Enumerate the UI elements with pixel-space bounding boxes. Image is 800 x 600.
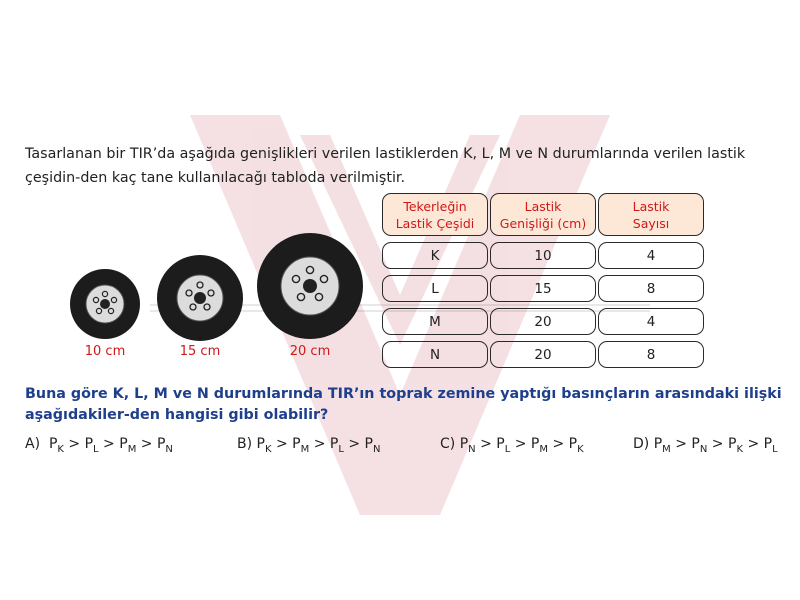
tire-table: Tekerleğin Lastik Çeşidi Lastik Genişliğ…	[382, 193, 704, 368]
tire-20cm-label: 20 cm	[289, 344, 331, 359]
option-d[interactable]: D) PM > PN > PK > PL	[633, 436, 778, 455]
option-d-term3: K	[736, 443, 743, 455]
row-n-count: 8	[598, 341, 704, 368]
option-c-term3: M	[539, 443, 549, 455]
option-a-term3: M	[127, 443, 137, 455]
intro-text: Tasarlanan bir TIR’da aşağıda genişlikle…	[25, 146, 746, 186]
row-l-case: L	[382, 275, 488, 302]
tire-20cm-image	[257, 233, 363, 339]
header-tire-type-line2: Lastik Çeşidi	[395, 215, 475, 231]
option-a-term4: N	[165, 443, 173, 455]
row-m-width: 20	[490, 308, 596, 335]
option-c-term1: N	[468, 443, 476, 455]
option-d-letter: D)	[633, 436, 650, 452]
header-tire-width: Lastik Genişliği (cm)	[490, 193, 596, 236]
header-tire-type-line1: Tekerleğin	[403, 198, 467, 214]
option-b-term1: K	[264, 443, 272, 455]
tire-15cm-image	[157, 255, 243, 341]
option-c-term2: L	[504, 443, 511, 455]
question-text: Buna göre K, L, M ve N durumlarında TIR’…	[25, 386, 782, 423]
row-k-count: 4	[598, 242, 704, 269]
row-k-width: 10	[490, 242, 596, 269]
row-l-count: 8	[598, 275, 704, 302]
header-tire-type: Tekerleğin Lastik Çeşidi	[382, 193, 488, 236]
row-m-case: M	[382, 308, 488, 335]
row-n-width: 20	[490, 341, 596, 368]
option-b-term2: M	[300, 443, 310, 455]
option-d-term4: L	[772, 443, 778, 455]
option-a[interactable]: A) PK > PL > PM > PN	[25, 436, 173, 455]
header-tire-width-line2: Genişliği (cm)	[499, 215, 587, 231]
option-b-term3: L	[338, 443, 344, 455]
option-c-letter: C)	[440, 436, 456, 452]
header-tire-count-line1: Lastik	[632, 198, 670, 214]
row-k-case: K	[382, 242, 488, 269]
option-c-term4: K	[577, 443, 584, 455]
tire-15cm-label: 15 cm	[179, 344, 221, 359]
header-tire-width-line1: Lastik	[524, 198, 562, 214]
header-tire-count-line2: Sayısı	[632, 215, 670, 231]
tire-10cm-label: 10 cm	[84, 344, 126, 359]
option-a-term1: K	[57, 443, 64, 455]
option-b-term4: N	[373, 443, 381, 455]
row-n-case: N	[382, 341, 488, 368]
row-l-width: 15	[490, 275, 596, 302]
option-c[interactable]: C) PN > PL > PM > PK	[440, 436, 584, 455]
option-b-letter: B)	[237, 436, 253, 452]
option-a-letter: A)	[25, 436, 41, 452]
option-d-term2: N	[699, 443, 708, 455]
header-tire-count: Lastik Sayısı	[598, 193, 704, 236]
option-a-term2: L	[93, 443, 99, 455]
tire-10cm-image	[70, 269, 140, 339]
row-m-count: 4	[598, 308, 704, 335]
option-b[interactable]: B) PK > PM > PL > PN	[237, 436, 381, 455]
option-d-term1: M	[662, 443, 671, 455]
